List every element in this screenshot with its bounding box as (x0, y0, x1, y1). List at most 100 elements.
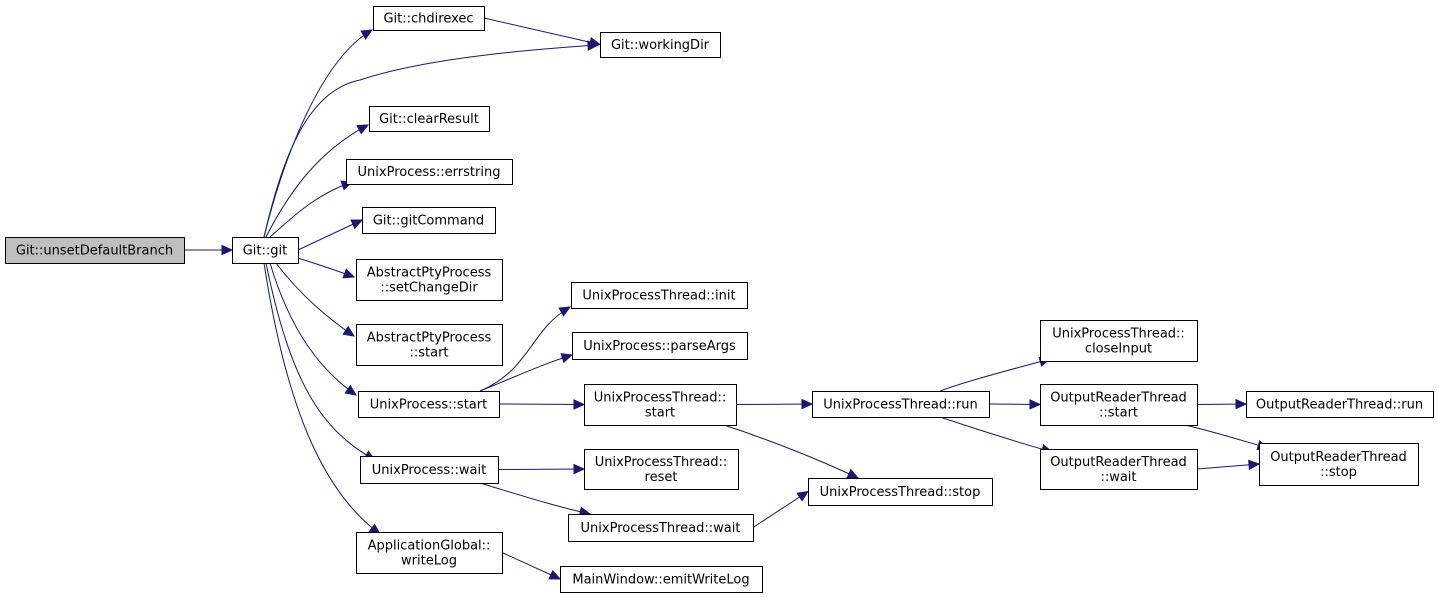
node-chdirexec[interactable]: Git::chdirexec (373, 6, 485, 31)
node-box (600, 32, 721, 58)
edge-line (479, 482, 591, 515)
node-ortStart[interactable]: OutputReaderThread::start (1040, 384, 1198, 426)
arrowhead-icon (573, 463, 586, 475)
arrowhead-icon (573, 399, 586, 410)
node-label: writeLog (401, 554, 457, 569)
node-label: UnixProcessThread:: (595, 455, 728, 470)
arrowhead-icon (360, 29, 374, 40)
edge-chdirexec-to-workingDir (483, 17, 602, 48)
node-emitWriteLog[interactable]: MainWindow::emitWriteLog (560, 566, 763, 593)
node-box (369, 106, 490, 132)
edge-line (297, 219, 363, 251)
node-label: Git::chdirexec (383, 12, 473, 27)
node-upStart[interactable]: UnixProcess::start (358, 391, 500, 418)
node-ortStop[interactable]: OutputReaderThread::stop (1259, 443, 1419, 486)
node-label: UnixProcess::errstring (358, 165, 501, 180)
node-label: UnixProcessThread::wait (581, 521, 741, 536)
edge-layer (184, 17, 1270, 580)
edge-line (735, 403, 813, 405)
node-uptWait[interactable]: UnixProcessThread::wait (568, 514, 754, 542)
edge-uptRun-to-ortWait (939, 416, 1054, 455)
node-upWait[interactable]: UnixProcess::wait (360, 456, 499, 484)
arrowhead-icon (1235, 398, 1248, 410)
node-closeInput[interactable]: UnixProcessThread::closeInput (1040, 320, 1198, 362)
node-ortWait[interactable]: OutputReaderThread::wait (1040, 449, 1198, 490)
node-setChangeDir[interactable]: AbstractPtyProcess::setChangeDir (356, 259, 503, 301)
arrowhead-icon (548, 569, 562, 580)
arrowhead-icon (558, 306, 572, 317)
edge-line (263, 29, 373, 238)
node-uptReset[interactable]: UnixProcessThread::reset (584, 449, 739, 490)
node-label: OutputReaderThread (1270, 450, 1407, 465)
node-workingDir[interactable]: Git::workingDir (600, 32, 721, 58)
node-unsetDefaultBranch[interactable]: Git::unsetDefaultBranch (5, 237, 185, 264)
edge-unsetDefaultBranch-to-git (184, 244, 234, 256)
edge-line (263, 262, 381, 535)
node-box (808, 478, 993, 506)
edge-git-to-chdirexec (263, 29, 374, 238)
node-uptRun[interactable]: UnixProcessThread::run (812, 391, 990, 418)
edge-writeLog-to-emitWriteLog (501, 552, 562, 580)
node-box (1040, 384, 1198, 426)
edge-line (497, 468, 585, 470)
node-label: UnixProcessThread::stop (820, 485, 981, 500)
edge-upWait-to-uptReset (497, 463, 586, 475)
node-aptyStart[interactable]: AbstractPtyProcess::start (356, 324, 503, 366)
arrowhead-icon (221, 244, 234, 256)
node-label: ::setChangeDir (380, 281, 478, 296)
node-writeLog[interactable]: ApplicationGlobal::writeLog (356, 532, 503, 574)
node-label: reset (645, 470, 678, 485)
edge-uptRun-to-closeInput (939, 356, 1052, 392)
node-errstring[interactable]: UnixProcess::errstring (346, 159, 513, 185)
node-label: Git::git (243, 244, 288, 259)
node-box (812, 391, 990, 418)
node-box (360, 456, 499, 484)
node-label: UnixProcess::start (370, 398, 487, 413)
edge-upStart-to-uptStart (498, 399, 586, 410)
arrowhead-icon (801, 398, 814, 410)
node-parseArgs[interactable]: UnixProcess::parseArgs (572, 332, 748, 360)
node-label: UnixProcess::parseArgs (583, 339, 736, 354)
node-label: AbstractPtyProcess (367, 331, 492, 346)
node-label: Git::workingDir (611, 38, 710, 53)
edge-line (265, 124, 369, 238)
edge-line (269, 181, 353, 238)
node-layer: Git::unsetDefaultBranch Git::git Git::chdi… (5, 6, 1434, 593)
arrowhead-icon (356, 124, 370, 135)
arrowhead-icon (350, 219, 364, 230)
arrowhead-icon (342, 325, 356, 337)
node-clearResult[interactable]: Git::clearResult (369, 106, 490, 132)
node-uptStop[interactable]: UnixProcessThread::stop (808, 478, 993, 506)
edge-line (1184, 424, 1269, 449)
node-ortRun[interactable]: OutputReaderThread::run (1246, 391, 1434, 418)
edge-upStart-to-uptInit (479, 306, 572, 392)
edge-line (501, 552, 561, 580)
node-gitCommand[interactable]: Git::gitCommand (362, 207, 496, 234)
arrowhead-icon (342, 268, 356, 279)
node-git[interactable]: Git::git (232, 237, 299, 264)
node-box (1246, 391, 1434, 418)
edge-line (483, 17, 601, 45)
edge-ortStart-to-ortRun (1196, 398, 1248, 410)
node-label: UnixProcess::wait (372, 463, 486, 478)
node-uptStart[interactable]: UnixProcessThread::start (584, 384, 737, 426)
node-box (346, 159, 513, 185)
node-box (571, 282, 748, 309)
node-label: start (645, 406, 675, 421)
node-label: Git::clearResult (379, 112, 479, 127)
edge-line (265, 262, 376, 461)
arrowhead-icon (1029, 399, 1042, 410)
edge-line (939, 358, 1051, 392)
node-label: Git::unsetDefaultBranch (16, 244, 173, 259)
node-box (1259, 443, 1419, 486)
node-box (356, 259, 503, 301)
node-box (356, 532, 503, 574)
edge-line (275, 262, 355, 337)
node-box (358, 391, 500, 418)
node-label: UnixProcessThread:: (594, 391, 727, 406)
node-box (572, 332, 748, 360)
edge-git-to-upStart (269, 262, 358, 396)
node-uptInit[interactable]: UnixProcessThread::init (571, 282, 748, 309)
node-label: AbstractPtyProcess (367, 266, 492, 281)
